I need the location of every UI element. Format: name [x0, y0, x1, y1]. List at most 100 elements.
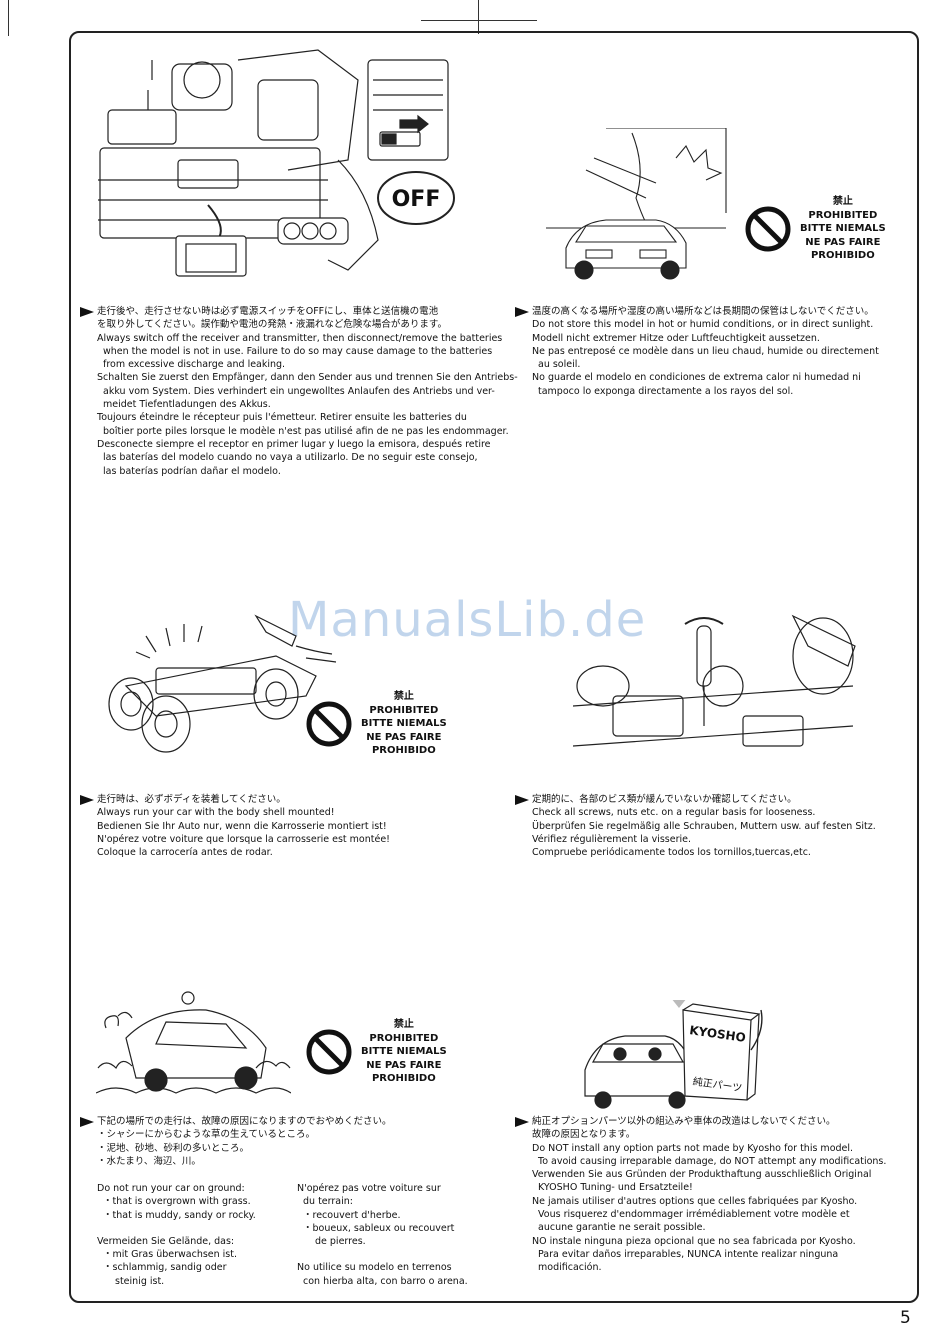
prohibited-jp: 禁止 [832, 196, 853, 207]
text-line: ・recouvert d'herbe. [303, 1209, 401, 1221]
text-line: when the model is not in use. Failure to… [103, 345, 493, 357]
text-line: 故障の原因となります。 [532, 1129, 636, 1141]
text-line: 走行後や、走行させない時は必ず電源スイッチをOFFにし、車体と送信機の電池 [97, 306, 439, 317]
arrow-bullet-icon [515, 307, 529, 317]
text-line: 下記の場所での走行は、故障の原因になりますのでおやめください。 [97, 1116, 392, 1127]
text-line: Do NOT install any option parts not made… [532, 1142, 854, 1154]
text-line: N'opérez pas votre voiture sur [297, 1183, 441, 1194]
text-line: No guarde el modelo en condiciones de ex… [532, 372, 861, 384]
text-line: akku vom System. Dies verhindert ein ung… [103, 385, 495, 397]
prohibited-es: PROHIBIDO [810, 250, 875, 261]
text-line: au soleil. [538, 359, 581, 371]
prohibited-fr: NE PAS FAIRE [366, 731, 442, 743]
prohibited-jp: 禁止 [393, 691, 414, 702]
text-line: Schalten Sie zuerst den Empfänger, dann … [97, 372, 518, 384]
prohibited-de: BITTE NIEMALS [361, 718, 447, 729]
text-line: meidet Tiefentladungen des Akkus. [103, 399, 271, 411]
page-frame [69, 31, 919, 1303]
text-line: Coloque la carrocería antes de rodar. [97, 847, 273, 859]
text-line: tampoco lo exponga directamente a los ra… [538, 385, 794, 397]
prohibited-es: PROHIBIDO [371, 1073, 436, 1084]
text-line: Check all screws, nuts etc. on a regular… [532, 807, 816, 819]
text-line: ・シャシーにからむような草の生えているところ。 [97, 1129, 316, 1141]
text-line: Vérifiez régulièrement la visserie. [532, 833, 692, 845]
prohibited-en: PROHIBITED [369, 1032, 439, 1044]
text-line: Desconecte siempre el receptor en primer… [97, 438, 491, 450]
text-line: ・泥地、砂地、砂利の多いところ。 [97, 1142, 250, 1154]
text-line: ・boueux, sableux ou recouvert [303, 1222, 455, 1234]
spacer [297, 1248, 468, 1261]
text-line: con hierba alta, con barro o arena. [303, 1275, 468, 1287]
spacer [97, 1222, 297, 1235]
body-shell-instructions: 走行時は、必ずボディを装着してください。 Always run your car… [80, 793, 390, 859]
prohibited-fr: NE PAS FAIRE [805, 236, 881, 248]
prohibited-icon [306, 1029, 352, 1075]
prohibited-sign-body: 禁止 PROHIBITED BITTE NIEMALS NE PAS FAIRE… [305, 690, 447, 758]
arrow-bullet-icon [80, 795, 94, 805]
terrain-column-en-de: Do not run your car on ground: ・that is … [97, 1182, 297, 1288]
text-line: from excessive discharge and leaking. [103, 359, 286, 371]
storage-instructions: 温度の高くなる場所や湿度の高い場所などは長期間の保管はしないでください。 Do … [515, 305, 879, 398]
text-line: 温度の高くなる場所や湿度の高い場所などは長期間の保管はしないでください。 [532, 306, 874, 317]
prohibited-sign-terrain: 禁止 PROHIBITED BITTE NIEMALS NE PAS FAIRE… [305, 1018, 447, 1086]
text-line: Bedienen Sie Ihr Auto nur, wenn die Karr… [97, 820, 387, 832]
arrow-bullet-icon [515, 1117, 529, 1127]
text-line: ・that is muddy, sandy or rocky. [103, 1209, 256, 1221]
prohibited-en: PROHIBITED [808, 209, 878, 221]
text-line: Modell nicht extremer Hitze oder Luftfeu… [532, 332, 820, 344]
text-line: las baterías podrían dañar el modelo. [103, 465, 281, 477]
screws-instructions: 定期的に、各部のビス類が緩んでいないか確認してください。 Check all s… [515, 793, 876, 859]
text-line: Compruebe periódicamente todos los torni… [532, 847, 811, 859]
text-line: Vermeiden Sie Gelände, das: [97, 1235, 235, 1247]
text-line: de pierres. [315, 1236, 366, 1248]
text-line: NO instale ninguna pieza opcional que no… [532, 1235, 856, 1247]
kyosho-parts-illustration: KYOSHO 純正パーツ [575, 1000, 765, 1110]
text-line: 定期的に、各部のビス類が緩んでいないか確認してください。 [532, 794, 797, 805]
prohibited-sign-storage: 禁止 PROHIBITED BITTE NIEMALS NE PAS FAIRE… [744, 195, 886, 263]
text-line: boîtier porte piles lorsque le modèle n'… [103, 425, 509, 437]
terrain-column-fr-es: N'opérez pas votre voiture sur du terrai… [297, 1182, 468, 1288]
car-in-sun-illustration [536, 128, 736, 283]
arrow-bullet-icon [80, 307, 94, 317]
terrain-instructions: 下記の場所での走行は、故障の原因になりますのでおやめください。 ・シャシーにから… [80, 1115, 392, 1168]
text-line: Toujours éteindre le récepteur puis l'ém… [97, 412, 467, 424]
prohibited-es: PROHIBIDO [371, 745, 436, 756]
text-line: aucune garantie ne serait possible. [538, 1222, 706, 1234]
text-line: modificación. [538, 1262, 602, 1274]
text-line: Always run your car with the body shell … [97, 807, 335, 819]
text-line: ・水たまり、海辺、川。 [97, 1155, 201, 1167]
watermark: ManualsLib.de [288, 592, 647, 648]
arrow-bullet-icon [80, 1117, 94, 1127]
text-line: Ne jamais utiliser d'autres options que … [532, 1195, 858, 1207]
text-line: Ne pas entreposé ce modèle dans un lieu … [532, 345, 879, 357]
text-line: N'opérez votre voiture que lorsque la ca… [97, 833, 390, 845]
text-line: Verwenden Sie aus Gründen der Produkthaf… [532, 1169, 872, 1181]
text-line: を取り外してください。誤作動や電池の発熱・液漏れなど危険な場合があります。 [97, 319, 447, 331]
text-line: ・schlammig, sandig oder [103, 1262, 227, 1274]
text-line: Do not store this model in hot or humid … [532, 319, 874, 331]
text-line: Do not run your car on ground: [97, 1183, 245, 1194]
page-number: 5 [900, 1308, 911, 1328]
text-line: 純正オプションパーツ以外の組込みや車体の改造はしないでください。 [532, 1116, 836, 1127]
off-switch-label: OFF [392, 187, 441, 212]
battery-removal-illustration: OFF [88, 40, 460, 290]
crop-mark-vertical [478, 0, 479, 34]
prohibited-fr: NE PAS FAIRE [366, 1059, 442, 1071]
prohibited-jp: 禁止 [393, 1019, 414, 1030]
text-line: To avoid causing irreparable damage, do … [538, 1155, 887, 1167]
text-line: Always switch off the receiver and trans… [97, 332, 503, 344]
prohibited-en: PROHIBITED [369, 704, 439, 716]
prohibited-de: BITTE NIEMALS [800, 223, 886, 234]
text-line: 走行時は、必ずボディを装着してください。 [97, 794, 286, 805]
text-line: Vous risquerez d'endommager irrémédiable… [538, 1209, 850, 1221]
crop-mark-top [421, 20, 537, 21]
prohibited-icon [306, 701, 352, 747]
buggy-no-body-illustration [96, 606, 346, 756]
text-line: Para evitar daños irreparables, NUNCA in… [538, 1248, 839, 1260]
text-line: Überprüfen Sie regelmäßig alle Schrauben… [532, 820, 876, 832]
text-line: ・that is overgrown with grass. [103, 1196, 251, 1208]
switch-off-instructions: 走行後や、走行させない時は必ず電源スイッチをOFFにし、車体と送信機の電池 を取… [80, 305, 518, 478]
text-line: steinig ist. [115, 1275, 165, 1287]
screwdriver-check-illustration [573, 606, 858, 766]
rough-terrain-illustration [96, 978, 291, 1103]
